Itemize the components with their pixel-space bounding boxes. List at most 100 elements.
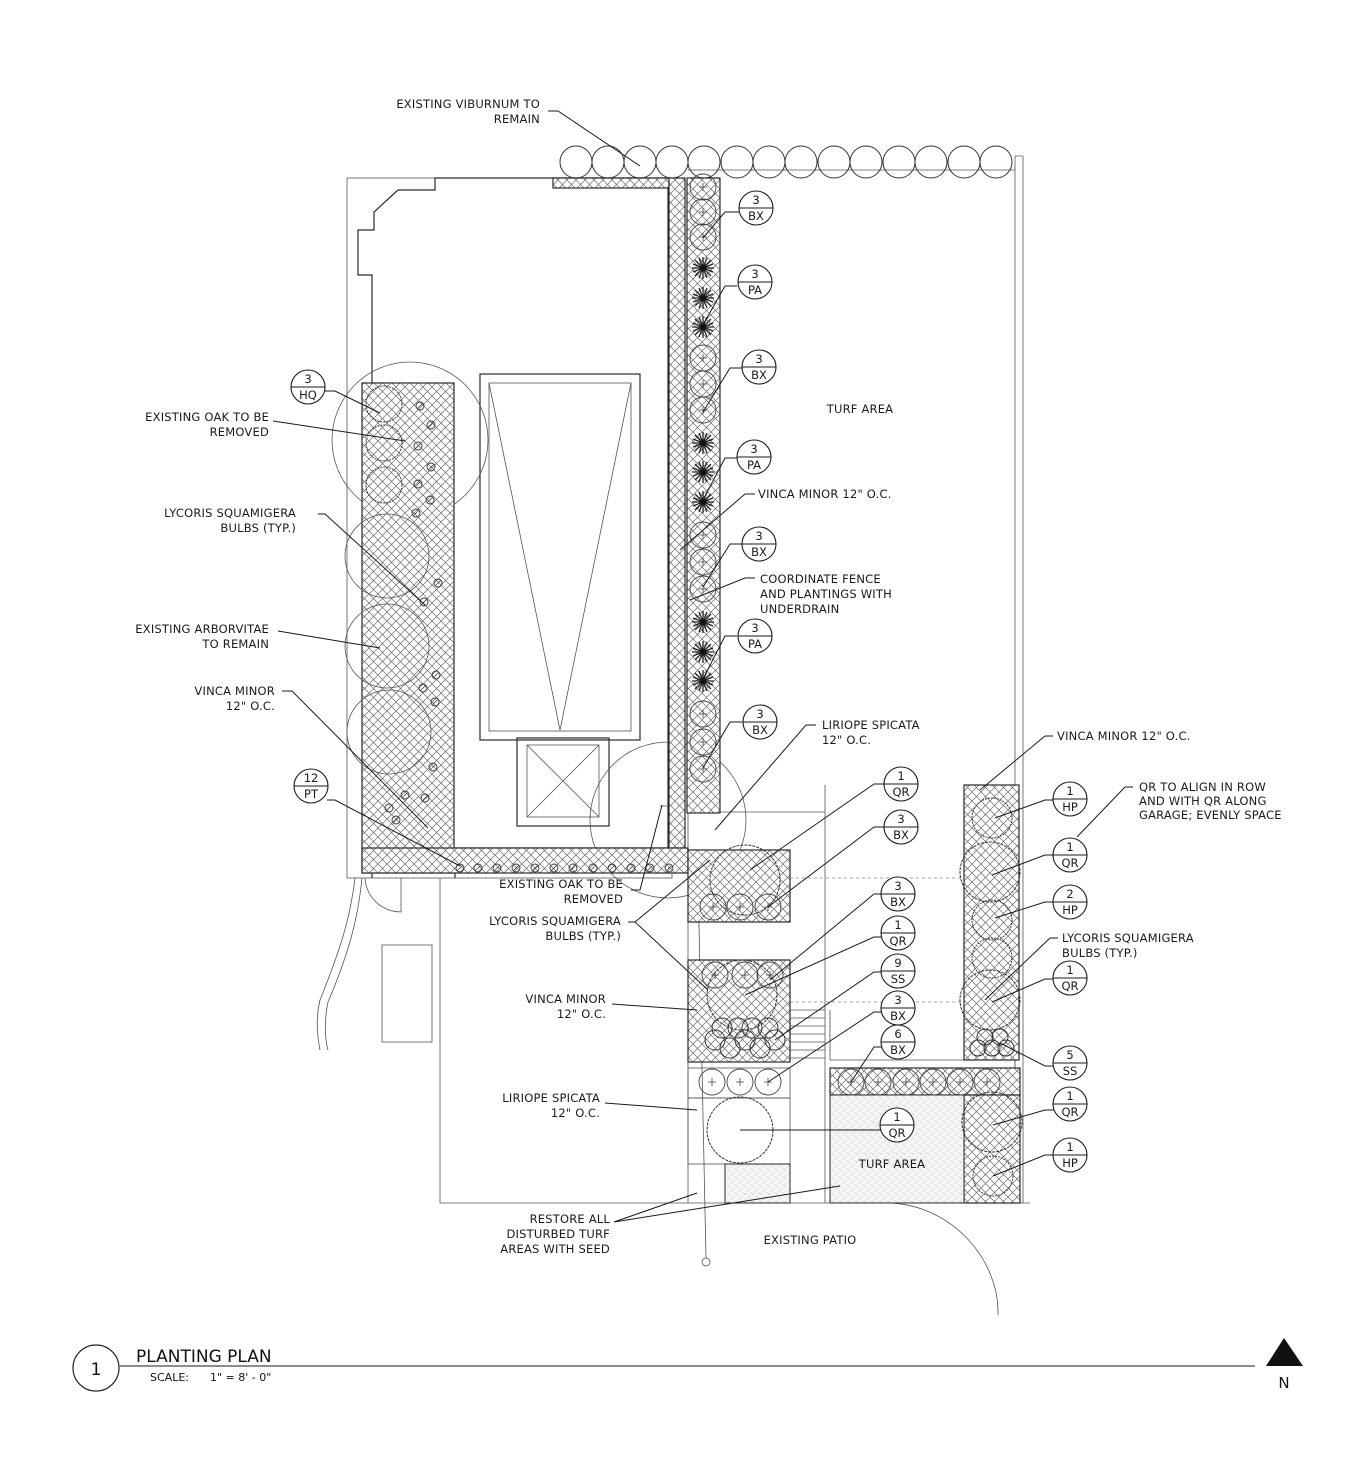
turf-area-label: TURF AREA bbox=[826, 402, 894, 416]
svg-text:QR: QR bbox=[1061, 1105, 1078, 1119]
svg-text:5: 5 bbox=[1066, 1048, 1073, 1062]
svg-text:PT: PT bbox=[304, 787, 319, 801]
svg-text:1: 1 bbox=[1066, 840, 1073, 854]
scale-label: SCALE: bbox=[150, 1371, 189, 1384]
svg-text:BX: BX bbox=[751, 545, 767, 559]
existing-patio-label: EXISTING PATIO bbox=[764, 1233, 857, 1247]
svg-text:PA: PA bbox=[747, 458, 761, 472]
plant-tag[interactable]: 3BX bbox=[742, 704, 778, 740]
svg-text:6: 6 bbox=[894, 1027, 901, 1041]
svg-text:3: 3 bbox=[304, 372, 311, 386]
plant-tag[interactable]: 3PA bbox=[736, 439, 772, 475]
svg-text:1: 1 bbox=[1066, 1140, 1073, 1154]
svg-text:BX: BX bbox=[890, 895, 906, 909]
svg-text:3: 3 bbox=[751, 267, 758, 281]
plant-tag[interactable]: 6BX bbox=[880, 1024, 916, 1060]
plant-tag[interactable]: 1QR bbox=[1052, 1086, 1088, 1122]
plant-tag[interactable]: 5SS bbox=[1052, 1045, 1088, 1081]
svg-text:QR: QR bbox=[892, 785, 909, 799]
plant-tag[interactable]: 3BX bbox=[741, 526, 777, 562]
svg-text:BX: BX bbox=[893, 828, 909, 842]
title-block: 1 PLANTING PLAN SCALE: 1" = 8' - 0" N bbox=[72, 1338, 1303, 1392]
drawing-title: PLANTING PLAN bbox=[136, 1347, 272, 1367]
plant-tag[interactable]: 1QR bbox=[883, 766, 919, 802]
plant-tag[interactable]: 3HQ bbox=[290, 369, 326, 405]
plant-tag[interactable]: 3BX bbox=[880, 876, 916, 912]
svg-text:SS: SS bbox=[891, 972, 906, 986]
svg-text:3: 3 bbox=[755, 529, 762, 543]
svg-text:9: 9 bbox=[894, 956, 901, 970]
svg-text:3: 3 bbox=[894, 879, 901, 893]
planting-beds bbox=[361, 177, 1021, 1204]
svg-text:BX: BX bbox=[752, 723, 768, 737]
svg-text:PA: PA bbox=[748, 637, 762, 651]
note-vinca-east: VINCA MINOR 12" O.C. bbox=[1057, 729, 1191, 743]
north-arrow-icon bbox=[1266, 1338, 1303, 1366]
svg-text:QR: QR bbox=[1061, 856, 1078, 870]
detail-number: 1 bbox=[91, 1360, 102, 1380]
plant-tag[interactable]: 1HP bbox=[1052, 781, 1088, 817]
plant-tag[interactable]: 1HP bbox=[1052, 1137, 1088, 1173]
plant-tag[interactable]: 3BX bbox=[741, 349, 777, 385]
svg-text:3: 3 bbox=[752, 193, 759, 207]
svg-text:QR: QR bbox=[1061, 979, 1078, 993]
turf-area-label-south: TURF AREA bbox=[858, 1157, 926, 1171]
note-vinca-fence: VINCA MINOR 12" O.C. bbox=[758, 487, 892, 501]
svg-text:3: 3 bbox=[755, 352, 762, 366]
svg-text:1: 1 bbox=[893, 1110, 900, 1124]
svg-text:1: 1 bbox=[1066, 963, 1073, 977]
svg-text:BX: BX bbox=[890, 1009, 906, 1023]
svg-text:1: 1 bbox=[1066, 1089, 1073, 1103]
svg-text:SS: SS bbox=[1063, 1064, 1078, 1078]
plant-tag[interactable]: 1QR bbox=[1052, 837, 1088, 873]
svg-text:3: 3 bbox=[897, 812, 904, 826]
plant-tag[interactable]: 3BX bbox=[883, 809, 919, 845]
svg-text:2: 2 bbox=[1066, 887, 1073, 901]
plant-tag[interactable]: 1QR bbox=[880, 915, 916, 951]
svg-text:12: 12 bbox=[304, 771, 319, 785]
plant-tag[interactable]: 3BX bbox=[880, 990, 916, 1026]
svg-text:BX: BX bbox=[890, 1043, 906, 1057]
plant-tag[interactable]: 9SS bbox=[880, 953, 916, 989]
svg-text:1: 1 bbox=[894, 918, 901, 932]
area-labels: TURF AREA TURF AREA EXISTING PATIO bbox=[764, 402, 926, 1247]
scale-value: 1" = 8' - 0" bbox=[210, 1371, 271, 1384]
svg-text:HP: HP bbox=[1062, 800, 1078, 814]
svg-text:PA: PA bbox=[748, 283, 762, 297]
plant-tag[interactable]: 1QR bbox=[1052, 960, 1088, 996]
svg-text:QR: QR bbox=[889, 934, 906, 948]
svg-text:3: 3 bbox=[756, 707, 763, 721]
svg-text:3: 3 bbox=[894, 993, 901, 1007]
svg-text:HP: HP bbox=[1062, 1156, 1078, 1170]
svg-text:1: 1 bbox=[1066, 784, 1073, 798]
north-label: N bbox=[1278, 1374, 1289, 1392]
plant-tag[interactable]: 2HP bbox=[1052, 884, 1088, 920]
plant-tag[interactable]: 1QR bbox=[879, 1107, 915, 1143]
plant-tag[interactable]: 3PA bbox=[737, 264, 773, 300]
svg-text:QR: QR bbox=[888, 1126, 905, 1140]
svg-text:HQ: HQ bbox=[299, 388, 317, 402]
svg-text:3: 3 bbox=[751, 621, 758, 635]
svg-text:BX: BX bbox=[751, 368, 767, 382]
plant-tag[interactable]: 3BX bbox=[738, 190, 774, 226]
svg-text:BX: BX bbox=[748, 209, 764, 223]
plant-tag[interactable]: 3PA bbox=[737, 618, 773, 654]
plant-symbols bbox=[344, 173, 1023, 1197]
svg-text:HP: HP bbox=[1062, 903, 1078, 917]
